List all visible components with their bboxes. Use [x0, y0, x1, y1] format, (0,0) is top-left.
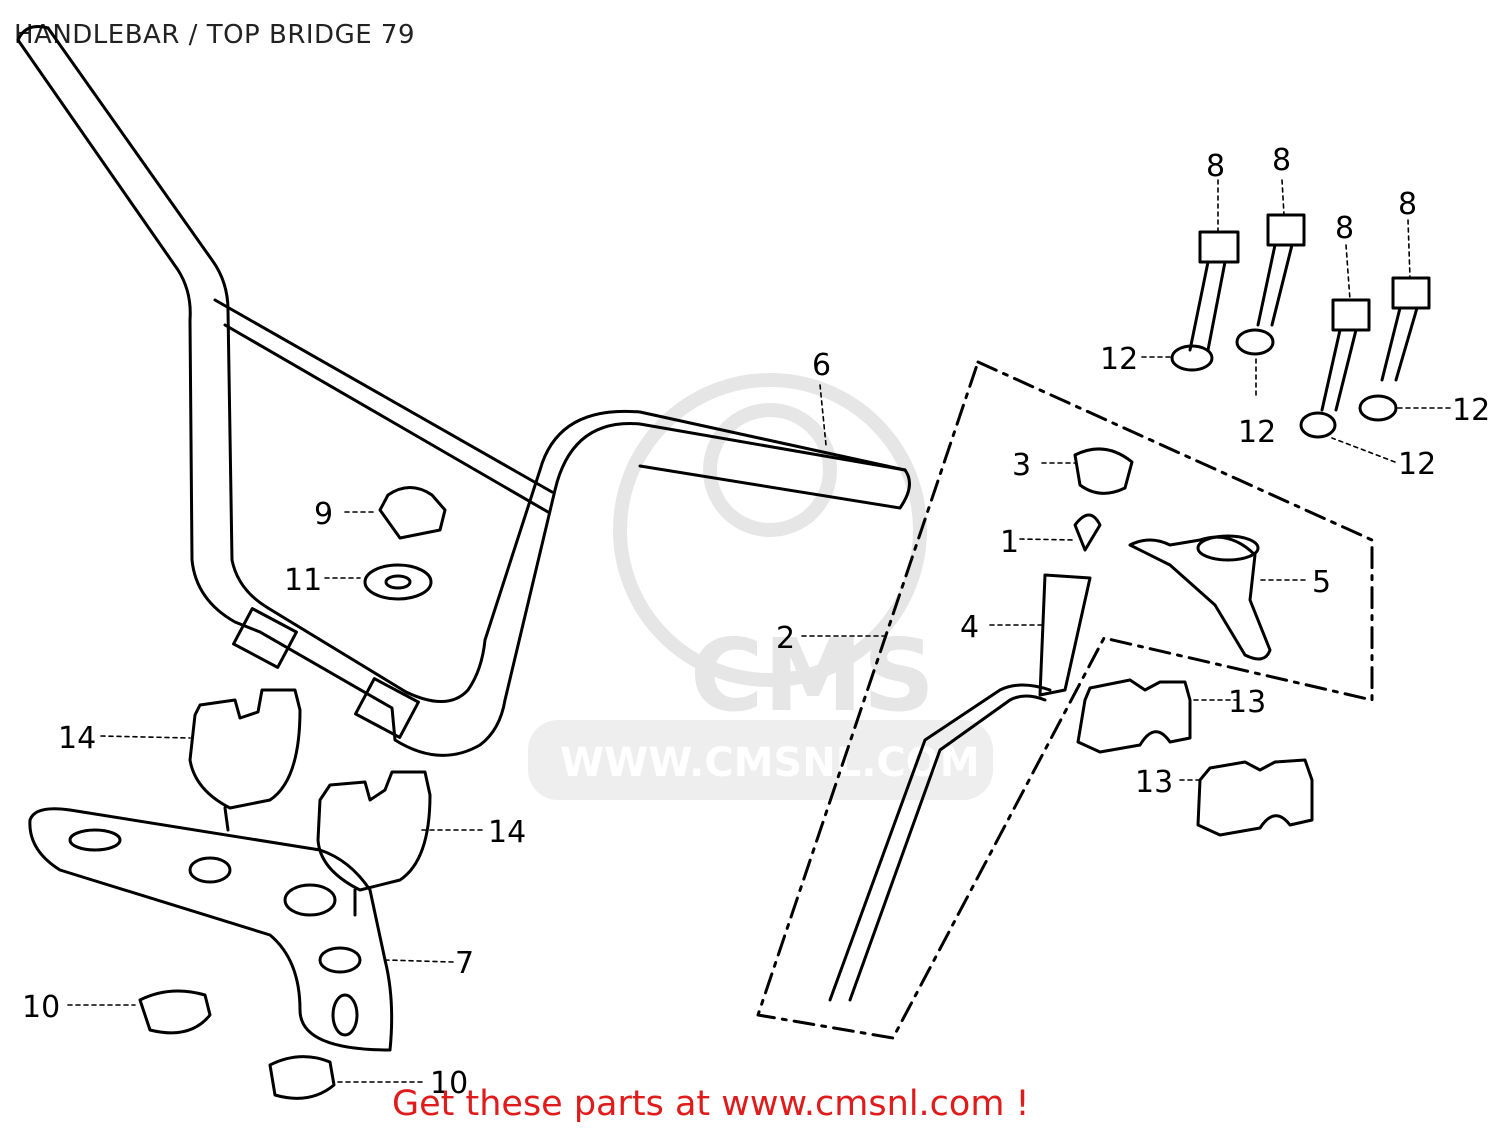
- callout-6: 6: [812, 348, 831, 383]
- callout-10a: 10: [22, 990, 60, 1025]
- switch-panel-outline: [756, 360, 1374, 1040]
- callout-13a: 13: [1228, 685, 1266, 720]
- callout-12b: 12: [1238, 415, 1276, 450]
- bolts-8: [1188, 213, 1431, 412]
- callout-8a: 8: [1206, 149, 1225, 184]
- callout-13b: 13: [1135, 765, 1173, 800]
- callout-1: 1: [1000, 525, 1019, 560]
- callout-8b: 8: [1272, 143, 1291, 178]
- callout-8d: 8: [1398, 187, 1417, 222]
- handlebar-holders: [188, 688, 432, 917]
- ignition-switch-parts: [828, 447, 1272, 1002]
- callout-10b: 10: [430, 1066, 468, 1101]
- leader-lines: [67, 179, 1451, 1083]
- callout-3: 3: [1012, 448, 1031, 483]
- watermark: CMS WWW.CMSNL.COM: [528, 373, 993, 800]
- callout-8c: 8: [1335, 211, 1354, 246]
- callout-labels: 1 2 3 4 5 6 7 8 8 8 8 9 10 10 11 12 12 1…: [22, 143, 1490, 1101]
- nuts-10: [138, 989, 336, 1100]
- footer-link[interactable]: Get these parts at www.cmsnl.com !: [392, 1084, 1030, 1124]
- callout-7: 7: [455, 946, 474, 981]
- callout-14b: 14: [488, 815, 526, 850]
- cap-nut-washer: [363, 486, 447, 601]
- upper-holders-13: [1076, 678, 1314, 837]
- diagram-title: HANDLEBAR / TOP BRIDGE 79: [14, 20, 416, 50]
- callout-9: 9: [314, 497, 333, 532]
- callout-14a: 14: [58, 721, 96, 756]
- callout-11: 11: [284, 563, 322, 598]
- callout-5: 5: [1312, 565, 1331, 600]
- handlebar: [16, 25, 911, 757]
- washers-12: [1170, 328, 1398, 439]
- callout-2: 2: [776, 621, 795, 656]
- callout-4: 4: [960, 610, 979, 645]
- watermark-logo: CMS: [690, 617, 935, 734]
- callout-12c: 12: [1398, 447, 1436, 482]
- callout-12d: 12: [1452, 393, 1490, 428]
- callout-12a: 12: [1100, 342, 1138, 377]
